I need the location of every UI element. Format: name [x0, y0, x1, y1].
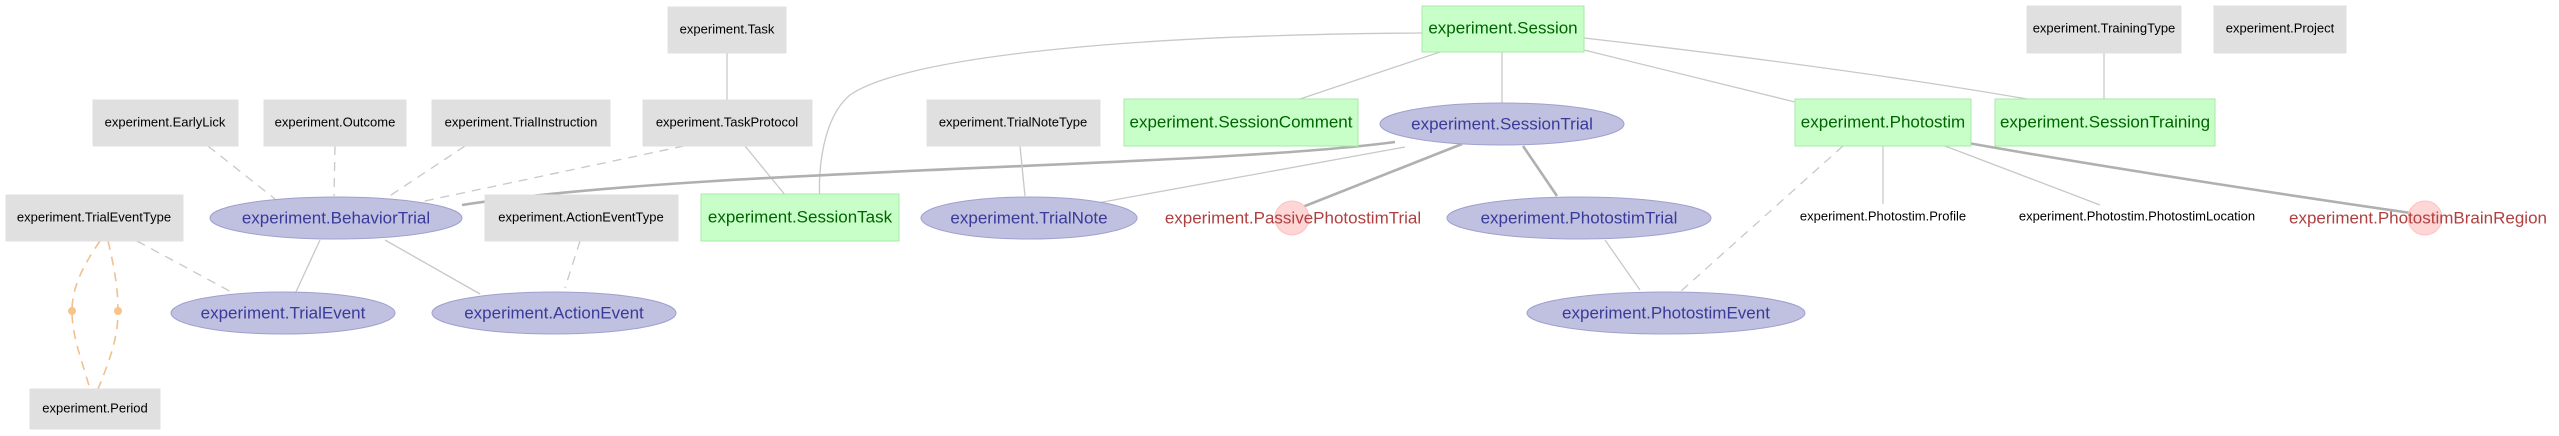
node-label: experiment.PassivePhotostimTrial: [1165, 208, 1421, 227]
node-photostimtrial[interactable]: experiment.PhotostimTrial: [1446, 196, 1712, 240]
edge-photostimtrial-photostimevent: [1604, 239, 1641, 291]
node-photostimevent[interactable]: experiment.PhotostimEvent: [1526, 291, 1806, 335]
node-label: experiment.ActionEvent: [464, 303, 644, 322]
edge-behaviortrial-trialevent: [294, 239, 321, 295]
node-label: experiment.BehaviorTrial: [242, 208, 430, 227]
node-trialeventtype[interactable]: experiment.TrialEventType: [5, 194, 184, 242]
edge-session-photostim: [1583, 49, 1796, 103]
node-taskprotocol[interactable]: experiment.TaskProtocol: [642, 99, 813, 147]
edge-sessiontrial-trialnote: [1069, 146, 1406, 209]
node-label: experiment.Session: [1428, 18, 1577, 37]
node-trialnote[interactable]: experiment.TrialNote: [920, 196, 1138, 240]
node-label: experiment.PhotostimBrainRegion: [2289, 208, 2547, 227]
edge-behaviortrial-actionevent: [384, 239, 481, 295]
node-label: experiment.Project: [2226, 20, 2335, 35]
node-label: experiment.Photostim: [1801, 112, 1965, 131]
edge-sessiontrial-photostimtrial: [1521, 145, 1559, 197]
edge-trialeventtype-trialevent: [136, 240, 236, 295]
node-label: experiment.ActionEventType: [498, 209, 663, 224]
edge-sessiontrial-behaviortrial: [461, 140, 1396, 207]
edge-actioneventtype-actionevent: [564, 240, 581, 289]
edge-trialeventtype-period-a: [71, 240, 101, 390]
node-trialinstruction[interactable]: experiment.TrialInstruction: [431, 99, 611, 147]
edge-sessiontrial-passivephotostimtrial: [1299, 142, 1463, 210]
node-task[interactable]: experiment.Task: [667, 6, 787, 54]
node-label: experiment.TaskProtocol: [656, 114, 798, 129]
node-sessiontask[interactable]: experiment.SessionTask: [700, 193, 900, 242]
edge-trialeventtype-period-b: [97, 240, 119, 390]
node-session[interactable]: experiment.Session: [1421, 5, 1585, 53]
edge-photostim-location: [1944, 145, 2101, 206]
edge-session-sessiontask: [818, 32, 1423, 201]
node-photostim-profile[interactable]: experiment.Photostim.Profile: [1800, 208, 1966, 223]
node-label: experiment.TrainingType: [2033, 20, 2176, 35]
node-label: experiment.PhotostimEvent: [1562, 303, 1770, 322]
edge-trialinstruction-behaviortrial: [384, 145, 466, 200]
node-label: experiment.TrialEventType: [17, 209, 171, 224]
node-label: experiment.SessionComment: [1130, 112, 1353, 131]
edge-photostim-photostimevent: [1679, 145, 1844, 293]
node-label: experiment.Photostim.Profile: [1800, 208, 1966, 223]
node-actioneventtype[interactable]: experiment.ActionEventType: [484, 194, 679, 242]
edge-taskprotocol-behaviortrial: [419, 145, 685, 203]
node-photostim[interactable]: experiment.Photostim: [1794, 98, 1972, 147]
node-outcome[interactable]: experiment.Outcome: [263, 99, 407, 147]
node-label: experiment.EarlyLick: [105, 114, 226, 129]
node-label: experiment.PhotostimTrial: [1481, 208, 1678, 227]
edges: [68, 32, 2426, 390]
node-label: experiment.TrialNoteType: [939, 114, 1087, 129]
node-label: experiment.Photostim.PhotostimLocation: [2019, 208, 2255, 223]
period-connector-dot-b: [114, 307, 122, 315]
node-sessiontraining[interactable]: experiment.SessionTraining: [1994, 98, 2216, 147]
node-label: experiment.SessionTrial: [1411, 114, 1593, 133]
period-connector-dot-a: [68, 307, 76, 315]
node-earlylick[interactable]: experiment.EarlyLick: [92, 99, 239, 147]
edge-earlylick-behaviortrial: [207, 145, 276, 200]
node-label: experiment.TrialNote: [950, 208, 1107, 227]
node-actionevent[interactable]: experiment.ActionEvent: [431, 291, 677, 335]
edge-photostim-brainregion: [1967, 141, 2426, 217]
node-label: experiment.SessionTask: [708, 207, 893, 226]
node-trialevent[interactable]: experiment.TrialEvent: [170, 291, 396, 335]
edge-session-sessiontraining: [1583, 37, 2051, 104]
node-sessioncomment[interactable]: experiment.SessionComment: [1123, 98, 1359, 147]
edge-trialnotetype-trialnote: [1019, 145, 1026, 197]
node-project[interactable]: experiment.Project: [2213, 5, 2347, 54]
node-label: experiment.TrialEvent: [201, 303, 366, 322]
node-label: experiment.Period: [42, 400, 148, 415]
node-passivephotostimtrial[interactable]: experiment.PassivePhotostimTrial: [1165, 200, 1421, 236]
node-trialnotetype[interactable]: experiment.TrialNoteType: [926, 99, 1101, 147]
edge-session-sessioncomment: [1299, 51, 1441, 100]
edge-taskprotocol-sessiontask: [744, 145, 787, 197]
node-label: experiment.TrialInstruction: [445, 114, 598, 129]
node-label: experiment.SessionTraining: [2000, 112, 2210, 131]
node-photostimbrainregion[interactable]: experiment.PhotostimBrainRegion: [2289, 200, 2547, 236]
node-behaviortrial[interactable]: experiment.BehaviorTrial: [209, 196, 463, 240]
node-label: experiment.Task: [680, 21, 775, 36]
node-photostim-location[interactable]: experiment.Photostim.PhotostimLocation: [2019, 208, 2255, 223]
node-period[interactable]: experiment.Period: [29, 388, 161, 430]
node-sessiontrial[interactable]: experiment.SessionTrial: [1379, 102, 1625, 146]
node-label: experiment.Outcome: [275, 114, 396, 129]
node-trainingtype[interactable]: experiment.TrainingType: [2026, 5, 2182, 54]
edge-outcome-behaviortrial: [333, 145, 336, 197]
